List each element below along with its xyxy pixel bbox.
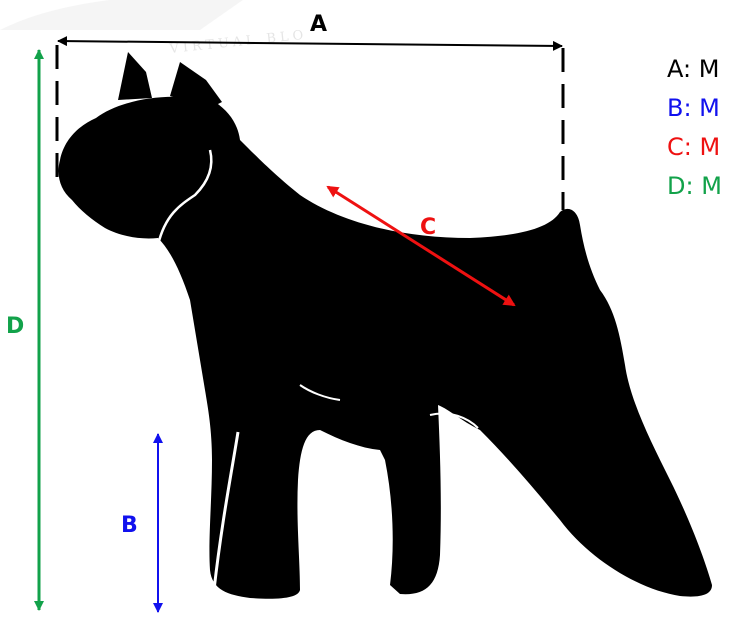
right-ear <box>170 62 222 108</box>
legend-item-a: A: M <box>667 55 720 83</box>
dimension-c-arrow <box>326 185 516 307</box>
dimension-a: A <box>55 12 565 210</box>
front-leg-outline <box>212 431 240 591</box>
belly-outline <box>429 412 479 429</box>
chest-outline <box>164 261 189 346</box>
dimension-c-label: C <box>420 215 436 240</box>
dog-silhouette <box>58 52 712 599</box>
nose-outline <box>61 203 84 216</box>
beard-outline <box>156 149 213 246</box>
left-ear <box>118 52 152 100</box>
dimension-c: C <box>326 185 516 307</box>
legend-item-c: C: M <box>667 133 721 161</box>
measurement-legend: A: M B: M C: M D: M <box>667 50 722 206</box>
dimension-d-label: D <box>6 314 24 339</box>
watermark: VIRTUAL BLO <box>0 0 308 57</box>
dimension-a-label: A <box>310 12 327 37</box>
jaw-outline <box>119 261 127 291</box>
legend-item-b: B: M <box>667 94 720 122</box>
elbow-outline <box>299 384 341 401</box>
watermark-shape <box>0 0 243 30</box>
dimension-b: B <box>121 433 163 613</box>
dimension-d: D <box>6 49 44 611</box>
legend-item-d: D: M <box>667 172 722 200</box>
dimension-a-arrow <box>57 36 563 51</box>
dimension-b-label: B <box>121 513 138 538</box>
dog-body <box>58 96 712 599</box>
